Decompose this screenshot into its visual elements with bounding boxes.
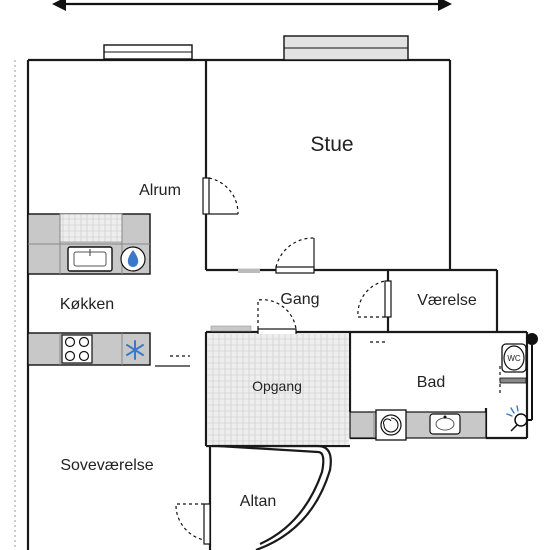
wc-label: WC — [507, 354, 521, 363]
stove-icon — [61, 334, 93, 364]
door-alrum-stue — [202, 177, 239, 215]
room-label-sovevaerelse: Soveværelse — [60, 457, 153, 474]
altan-outline — [212, 444, 332, 550]
window-top-left — [103, 44, 193, 60]
window-top-right — [283, 35, 409, 61]
room-label-vaerelse: Værelse — [417, 292, 477, 309]
shower-icon — [506, 333, 538, 432]
bad-sink-icon — [429, 413, 461, 435]
room-label-kokken: Køkken — [60, 296, 114, 313]
toilet-icon: WC — [501, 343, 527, 373]
door-sovevaerelse-altan — [175, 503, 211, 545]
snowflake-icon — [126, 340, 144, 360]
threshold-opgang — [210, 325, 252, 332]
kitchen-counter-upper — [27, 213, 151, 275]
washing-machine-icon — [375, 409, 407, 441]
room-label-bad: Bad — [417, 374, 445, 391]
sink-icon — [67, 246, 113, 272]
room-label-altan: Altan — [240, 493, 276, 510]
room-label-alrum: Alrum — [139, 182, 181, 199]
water-drop-icon — [120, 246, 146, 272]
threshold-stue — [238, 269, 260, 273]
room-label-stue: Stue — [310, 133, 353, 156]
staircase-area — [207, 334, 349, 445]
door-gang-kokken — [155, 355, 190, 367]
door-gang-vaerelse — [357, 280, 392, 318]
kitchen-counter-lower — [27, 332, 151, 366]
room-label-gang: Gang — [280, 291, 319, 308]
bad-counter — [349, 409, 487, 441]
door-stue-gang — [275, 237, 315, 274]
room-label-opgang: Opgang — [252, 378, 302, 394]
dimension-arrow — [52, 0, 452, 11]
outer-walls — [26, 58, 529, 550]
bad-shelf — [499, 377, 527, 384]
